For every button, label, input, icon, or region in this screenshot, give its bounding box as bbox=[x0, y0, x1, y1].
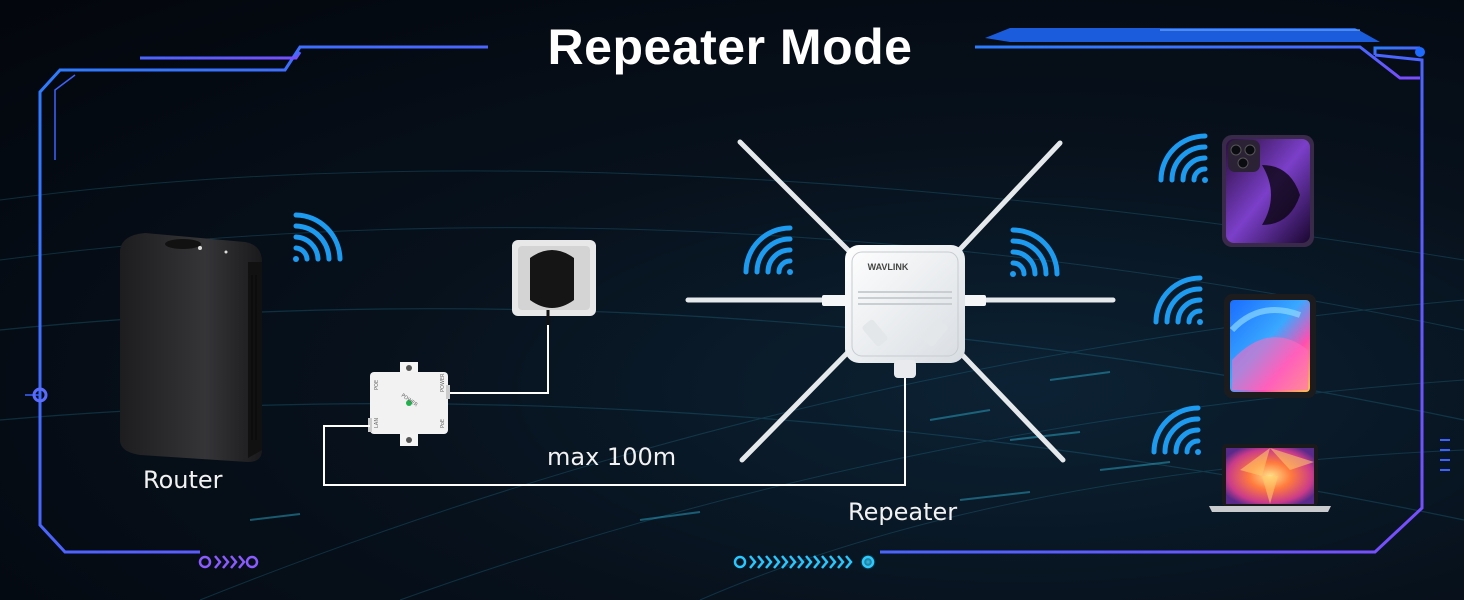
power-adapter bbox=[430, 240, 596, 394]
wifi-icon-laptop bbox=[1151, 405, 1201, 455]
poe-injector bbox=[368, 362, 450, 446]
laptop bbox=[1209, 444, 1331, 512]
wifi-icon-router bbox=[293, 212, 343, 262]
page-title: Repeater Mode bbox=[547, 19, 913, 75]
repeater-brand: WAVLINK bbox=[868, 262, 909, 272]
glow-center bbox=[860, 554, 876, 570]
frame-bottom-chevrons-center bbox=[733, 555, 875, 569]
smartphone bbox=[1222, 135, 1314, 247]
repeater-label: Repeater bbox=[848, 498, 958, 526]
frame-bottom-chevrons-left bbox=[198, 555, 259, 569]
poe-label-top-left: POE bbox=[374, 380, 380, 390]
frame-inner-left bbox=[25, 74, 76, 396]
wifi-icon-repeater-right bbox=[1010, 227, 1060, 277]
tablet bbox=[1224, 294, 1316, 398]
tech-frame bbox=[38, 45, 1424, 554]
router-label: Router bbox=[143, 466, 223, 494]
poe-label-bottom-right: PoE bbox=[440, 419, 446, 428]
background-dashes bbox=[249, 371, 1171, 521]
wifi-icon-phone bbox=[1158, 133, 1208, 183]
frame-node-topright bbox=[1415, 47, 1425, 57]
outdoor-repeater: WAVLINK bbox=[685, 139, 1116, 463]
ethernet-cable bbox=[323, 375, 906, 486]
wifi-icon-repeater-left bbox=[743, 225, 793, 275]
frame-node-left bbox=[32, 387, 48, 403]
poe-label-top-right: POWER bbox=[440, 373, 446, 392]
frame-right-ticks bbox=[1440, 439, 1450, 471]
distance-label: max 100m bbox=[547, 443, 677, 471]
router-device bbox=[120, 233, 262, 462]
wifi-icon-tablet bbox=[1153, 275, 1203, 325]
frame-top-right-bar bbox=[985, 28, 1380, 42]
poe-label-bottom-left: LAN bbox=[374, 418, 380, 428]
